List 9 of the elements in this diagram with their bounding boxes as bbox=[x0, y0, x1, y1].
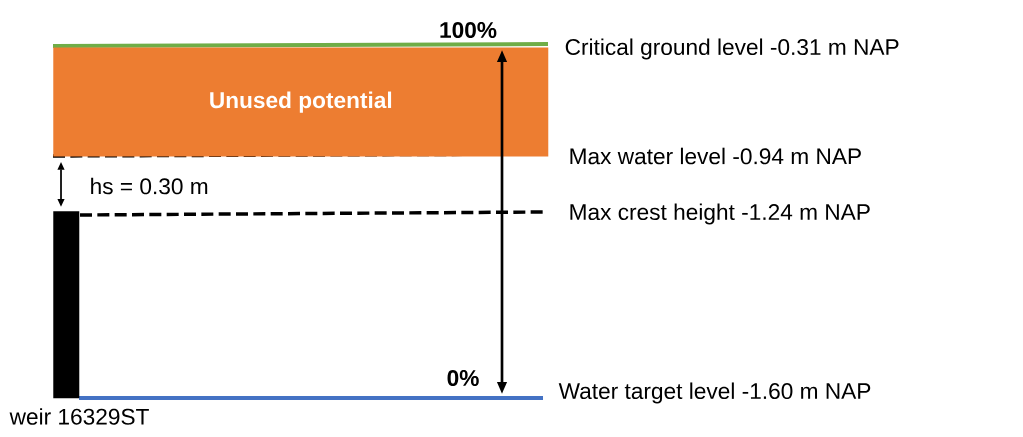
level-label: Max water level -0.94 m NAP bbox=[570, 147, 861, 165]
percent-label: 0% bbox=[447, 370, 479, 387]
level-label: Critical ground level -0.31 m NAP bbox=[565, 38, 899, 60]
weir-bar bbox=[53, 211, 80, 399]
level-label: Water target level -1.60 m NAP bbox=[558, 382, 871, 404]
level-label: Max crest height -1.24 m NAP bbox=[570, 203, 870, 225]
weir-label: weir 16329ST bbox=[9, 408, 149, 425]
potential-band: Unused potential bbox=[53, 47, 549, 157]
dimension-label: hs = 0.30 m bbox=[91, 177, 208, 195]
